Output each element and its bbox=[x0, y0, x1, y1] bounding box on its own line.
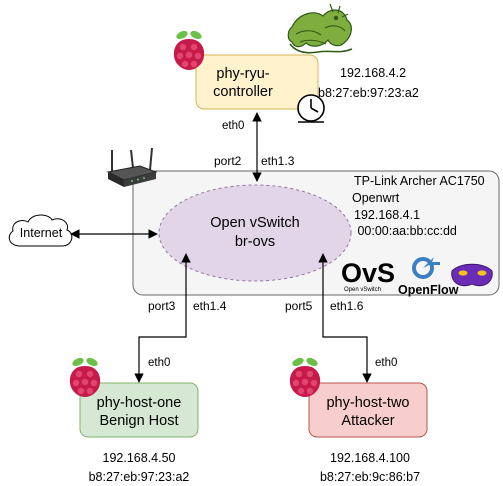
host-one-link bbox=[134, 253, 191, 383]
port2-label: port2 bbox=[214, 154, 242, 168]
host-two-node[interactable] bbox=[308, 382, 428, 438]
svg-text:OvS: OvS bbox=[341, 258, 395, 288]
raspberry-pi-icon bbox=[173, 29, 205, 70]
port5-label: port5 bbox=[285, 299, 313, 313]
host-two-label-2: Attacker bbox=[341, 413, 394, 429]
host-one-node[interactable] bbox=[79, 382, 199, 438]
controller-iface: eth0 bbox=[222, 120, 244, 132]
ovs-label-2: br-ovs bbox=[235, 234, 275, 250]
internet-label: Internet bbox=[20, 226, 63, 240]
host-one-mac: b8:27:eb:97:23:a2 bbox=[89, 470, 190, 484]
host-two-mac: b8:27:eb:9c:86:b7 bbox=[320, 470, 420, 484]
svg-text:Open vSwitch: Open vSwitch bbox=[344, 287, 381, 293]
host-two-ip: 192.168.4.100 bbox=[330, 451, 410, 465]
host-one-label-1: phy-host-one bbox=[97, 395, 182, 411]
controller-node[interactable] bbox=[195, 54, 319, 110]
router-ip: 192.168.4.1 bbox=[354, 208, 420, 222]
ovs-logo: OvS Open vSwitch bbox=[341, 258, 395, 293]
mask-icon bbox=[451, 263, 493, 287]
eth1-6-label: eth1.6 bbox=[330, 299, 364, 313]
host-two-iface: eth0 bbox=[375, 357, 397, 369]
host-two-link bbox=[318, 253, 372, 383]
host-one-iface: eth0 bbox=[148, 357, 170, 369]
controller-label-2: controller bbox=[213, 84, 273, 100]
eth1-3-label: eth1.3 bbox=[261, 154, 295, 168]
wifi-router-icon bbox=[106, 147, 158, 187]
controller-label-1: phy-ryu- bbox=[216, 66, 269, 82]
eth1-4-label: eth1.4 bbox=[193, 299, 227, 313]
controller-mac: b8:27:eb:97:23:a2 bbox=[318, 86, 419, 100]
svg-text:OpenFlow: OpenFlow bbox=[398, 283, 459, 297]
ryu-dragon-icon bbox=[287, 3, 353, 54]
raspberry-pi-icon bbox=[289, 356, 321, 397]
raspberry-pi-icon bbox=[69, 356, 101, 397]
ovs-switch-node[interactable] bbox=[158, 184, 352, 282]
ovs-label-1: Open vSwitch bbox=[210, 215, 299, 231]
openflow-logo: OpenFlow bbox=[398, 257, 459, 297]
router-title: TP-Link Archer AC1750 bbox=[354, 174, 485, 188]
host-two-label-1: phy-host-two bbox=[326, 395, 409, 411]
controller-ip: 192.168.4.2 bbox=[340, 66, 406, 80]
host-one-label-2: Benign Host bbox=[100, 413, 179, 429]
host-one-ip: 192.168.4.50 bbox=[103, 451, 176, 465]
router-os: Openwrt bbox=[352, 191, 400, 205]
port3-label: port3 bbox=[148, 299, 176, 313]
clock-icon bbox=[297, 94, 325, 123]
router-mac: 00:00:aa:bb:cc:dd bbox=[354, 224, 457, 238]
